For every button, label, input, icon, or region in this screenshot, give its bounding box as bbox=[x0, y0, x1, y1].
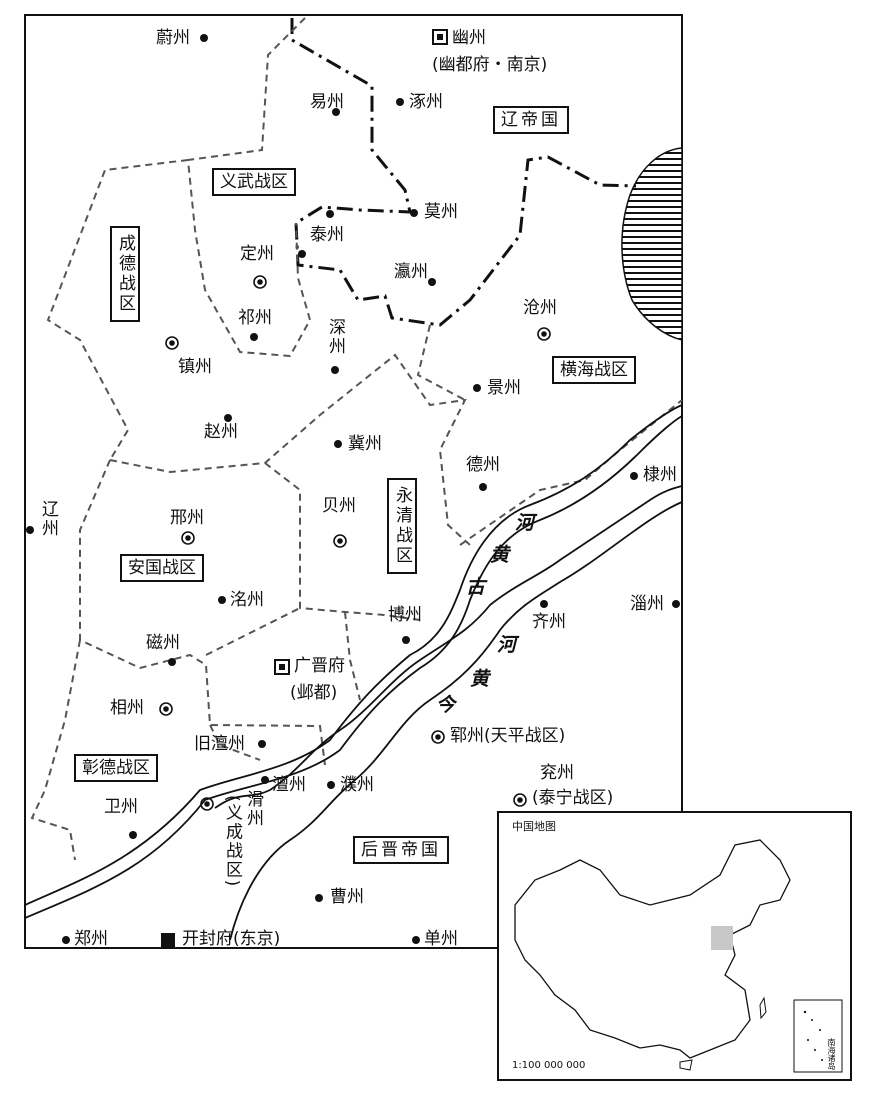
city-kaifeng: 开封府(东京) bbox=[182, 929, 281, 949]
city-zizhou: 淄州 bbox=[630, 594, 664, 614]
sea-area bbox=[621, 147, 683, 341]
city-weizhou-north: 蔚州 bbox=[156, 28, 190, 48]
south-sea-islands bbox=[803, 1010, 823, 1061]
city-shenzhou: 深州 bbox=[325, 318, 345, 356]
city-liaozhou: 辽州 bbox=[38, 500, 58, 538]
modern-yellow-river-north-bank bbox=[214, 485, 683, 809]
old-yellow-river-north-bank bbox=[24, 404, 683, 906]
region-yongqing: 永清战区 bbox=[387, 478, 417, 574]
modern-yellow-river-char-huang: 黄 bbox=[470, 668, 490, 690]
inset-scale: 1:100 000 000 bbox=[512, 1060, 586, 1071]
city-dizhou: 棣州 bbox=[643, 465, 677, 485]
city-zhuozhou: 涿州 bbox=[409, 92, 443, 112]
city-dingzhou: 定州 bbox=[240, 244, 274, 264]
modern-yellow-river-char-jin: 今 bbox=[436, 694, 456, 716]
region-yiwu: 义武战区 bbox=[212, 168, 296, 196]
region-henghai: 横海战区 bbox=[552, 356, 636, 384]
city-beizhou: 贝州 bbox=[322, 496, 356, 516]
region-anguo: 安国战区 bbox=[120, 554, 204, 582]
city-dezhou: 德州 bbox=[466, 455, 500, 475]
city-jiushanzhou: 旧澶州 bbox=[194, 734, 245, 754]
main-map-frame bbox=[24, 14, 683, 949]
inset-south-sea-label: 南海诸岛 bbox=[827, 1038, 836, 1070]
city-jizhou: 冀州 bbox=[348, 434, 382, 454]
city-qizhou-south: 齐州 bbox=[532, 612, 566, 632]
city-puzhou: 濮州 bbox=[340, 775, 374, 795]
city-jingzhou: 景州 bbox=[487, 378, 521, 398]
region-liao: 辽帝国 bbox=[493, 106, 569, 134]
city-guangjin: 广晋府 bbox=[294, 656, 345, 676]
old-yellow-river-char-gu: 古 bbox=[466, 576, 486, 598]
city-xingzhou: 邢州 bbox=[170, 508, 204, 528]
city-yicheng: (义成战区) bbox=[222, 795, 242, 889]
city-yingzhou: 瀛州 bbox=[394, 262, 428, 282]
city-zhaozhou: 赵州 bbox=[204, 422, 238, 442]
south-sea-inset-frame bbox=[793, 999, 843, 1073]
highlight-region bbox=[711, 926, 733, 950]
city-youzhou-note: (幽都府・南京) bbox=[432, 55, 548, 75]
inset-title: 中国地图 bbox=[512, 820, 556, 833]
city-yizhou: 易州 bbox=[310, 92, 344, 112]
city-zhengzhou: 郑州 bbox=[74, 929, 108, 949]
taiwan-island bbox=[759, 996, 767, 1020]
city-cizhou: 磁州 bbox=[146, 633, 180, 653]
city-shanzhou: 单州 bbox=[424, 929, 458, 949]
city-yanzhou-note: (泰宁战区) bbox=[532, 788, 614, 808]
liao-border bbox=[290, 18, 637, 327]
city-yanzhou: 兖州 bbox=[540, 763, 574, 783]
old-yellow-river-char-he: 河 bbox=[515, 512, 535, 534]
city-qizhou-north: 祁州 bbox=[238, 308, 272, 328]
city-markers bbox=[26, 34, 680, 944]
circuit-boundaries bbox=[30, 17, 683, 861]
city-cangzhou: 沧州 bbox=[523, 298, 557, 318]
city-zhenzhou: 镇州 bbox=[178, 357, 212, 377]
city-bozhou: 博州 bbox=[388, 605, 422, 625]
city-caozhou: 曹州 bbox=[330, 887, 364, 907]
region-chengde: 成德战区 bbox=[110, 226, 140, 322]
hainan-island bbox=[679, 1059, 693, 1071]
modern-yellow-river-south-bank bbox=[229, 501, 683, 941]
city-guangjin-note: (邺都) bbox=[290, 683, 338, 703]
city-huazhou: 滑州 bbox=[243, 790, 263, 828]
capital-markers bbox=[161, 29, 448, 947]
city-mingzhou: 洺州 bbox=[230, 590, 264, 610]
city-mozhou: 莫州 bbox=[424, 202, 458, 222]
city-weizhou-south: 卫州 bbox=[104, 797, 138, 817]
china-outline bbox=[514, 839, 791, 1059]
region-zhangde: 彰德战区 bbox=[74, 754, 158, 782]
city-taizhou: 泰州 bbox=[310, 225, 344, 245]
old-yellow-river-char-huang: 黄 bbox=[490, 544, 510, 566]
seat-markers bbox=[159, 275, 551, 811]
city-youzhou: 幽州 bbox=[452, 28, 486, 48]
city-xiangzhou: 相州 bbox=[110, 698, 144, 718]
city-yunzhou: 郓州(天平战区) bbox=[450, 726, 566, 746]
region-houjin: 后晋帝国 bbox=[353, 836, 449, 864]
city-chanzhou: 澶州 bbox=[272, 775, 306, 795]
modern-yellow-river-char-he: 河 bbox=[497, 634, 517, 656]
